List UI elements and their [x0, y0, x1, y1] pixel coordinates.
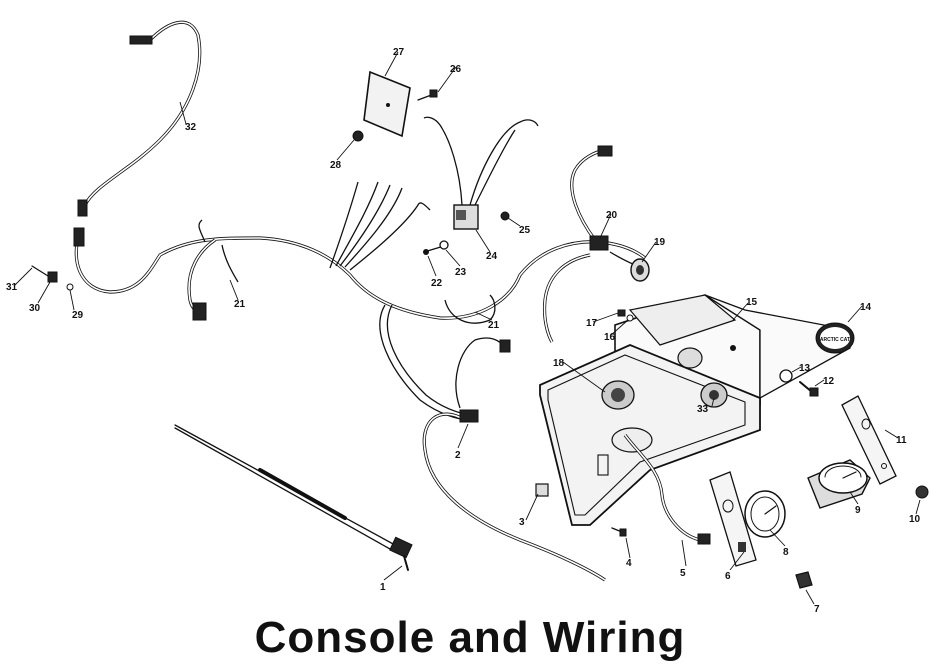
small-parts-left: [31, 265, 74, 291]
callout-16: 16: [604, 332, 616, 343]
callout-10: 10: [909, 514, 921, 525]
plate-27: [352, 70, 438, 142]
callout-9: 9: [855, 505, 861, 516]
callout-27: 27: [393, 47, 405, 58]
knob-10: [915, 485, 929, 499]
connector-plug: [129, 35, 153, 45]
gauge-9: [807, 459, 871, 509]
washer-13: [779, 369, 793, 383]
leader-lines: [13, 51, 921, 605]
callout-3: 3: [519, 517, 525, 528]
callout-18: 18: [553, 358, 565, 369]
decal-11: [841, 395, 897, 485]
callout-26: 26: [450, 64, 462, 75]
callout-13: 13: [799, 363, 811, 374]
callout-30: 30: [29, 303, 41, 314]
callout-4: 4: [626, 558, 632, 569]
cable-1: [174, 424, 413, 571]
callout-5: 5: [680, 568, 686, 579]
main-harness: [73, 145, 646, 582]
washer-29: [66, 283, 74, 291]
clip-17: [617, 309, 626, 317]
parts-12-14: ARCTIC CAT: [779, 322, 855, 397]
callout-24: 24: [486, 251, 498, 262]
callout-19: 19: [654, 237, 666, 248]
screw-4: [619, 528, 627, 537]
callouts: 1 2 3 4 5 6 7 8 9 10 11 12 13 14 15 16 1…: [6, 47, 921, 615]
switch-7: [795, 571, 813, 589]
grommet-16: [626, 314, 634, 322]
socket-19: [609, 251, 650, 282]
callout-8: 8: [783, 547, 789, 558]
callout-17: 17: [586, 318, 598, 329]
bracket-3: [535, 483, 627, 537]
callout-22: 22: [431, 278, 443, 289]
callout-15: 15: [746, 297, 758, 308]
decal-6: [709, 471, 757, 567]
callout-7: 7: [814, 604, 820, 615]
console-body: [539, 294, 851, 526]
callout-21a: 21: [234, 299, 246, 310]
key-12: [809, 387, 819, 397]
gauge-8: [744, 490, 786, 538]
callout-23: 23: [455, 267, 467, 278]
callout-33: 33: [697, 404, 709, 415]
callout-14: 14: [860, 302, 872, 313]
fasteners-22-25: [423, 211, 510, 255]
callout-21b: 21: [488, 320, 500, 331]
diagram-title: Console and Wiring: [255, 613, 686, 662]
connector-plug: [77, 199, 88, 217]
callout-32: 32: [185, 122, 197, 133]
bracket: [535, 483, 549, 497]
callout-6: 6: [725, 571, 731, 582]
callout-25: 25: [519, 225, 531, 236]
arctic-cat-decal: ARCTIC CAT: [820, 337, 850, 343]
callout-31: 31: [6, 282, 18, 293]
clip-30: [47, 271, 58, 283]
cable-5: [623, 434, 711, 545]
callout-28: 28: [330, 160, 342, 171]
nut-28: [352, 130, 364, 142]
callout-12: 12: [823, 376, 835, 387]
callout-1: 1: [380, 582, 386, 593]
callout-11: 11: [896, 435, 907, 446]
callout-2: 2: [455, 450, 461, 461]
screw-26: [429, 89, 438, 98]
callout-20: 20: [606, 210, 618, 221]
callout-29: 29: [72, 310, 84, 321]
harness-32: [77, 20, 202, 217]
relay-24: [423, 116, 539, 230]
